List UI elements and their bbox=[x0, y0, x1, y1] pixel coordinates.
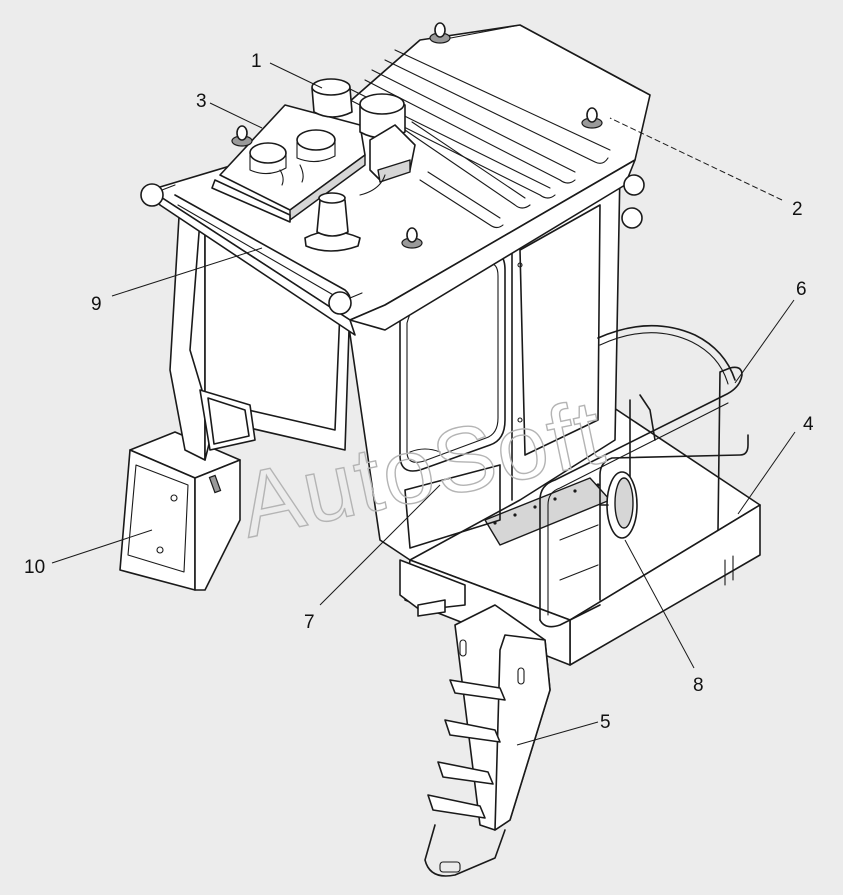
leader-10 bbox=[51, 529, 153, 564]
callout-9: 9 bbox=[91, 294, 102, 315]
door-handle bbox=[409, 448, 441, 453]
hatch-bolts bbox=[493, 483, 600, 525]
handrail bbox=[539, 324, 749, 628]
roof-ribs bbox=[339, 24, 641, 229]
leader-8 bbox=[624, 539, 695, 669]
cab-right-window bbox=[519, 204, 601, 456]
callout-3: 3 bbox=[196, 91, 207, 112]
beacon bbox=[304, 192, 361, 252]
leader-5 bbox=[516, 721, 599, 746]
leader-3 bbox=[209, 102, 263, 129]
callout-2: 2 bbox=[792, 199, 803, 220]
ladder-steps bbox=[427, 679, 506, 819]
leader-6 bbox=[734, 299, 795, 384]
leader-9 bbox=[111, 247, 263, 297]
callout-1: 1 bbox=[251, 51, 262, 72]
side-box-panel bbox=[127, 464, 189, 573]
leader-7 bbox=[319, 484, 441, 606]
ladder bbox=[424, 604, 551, 877]
callout-6: 6 bbox=[796, 279, 807, 300]
callout-8: 8 bbox=[693, 675, 704, 696]
callout-labels: 1 2 3 4 5 6 7 8 9 10 bbox=[24, 51, 814, 733]
callout-4: 4 bbox=[803, 414, 814, 435]
leader-1 bbox=[269, 62, 323, 89]
lifting-eyes bbox=[231, 22, 603, 249]
cap-left bbox=[249, 142, 287, 164]
callout-5: 5 bbox=[600, 712, 611, 733]
callout-7: 7 bbox=[304, 612, 315, 633]
callout-10: 10 bbox=[24, 557, 45, 578]
mirror bbox=[599, 471, 638, 539]
roof-equipment bbox=[211, 78, 416, 252]
side-box bbox=[119, 431, 241, 591]
leader-lines bbox=[51, 62, 796, 746]
work-lights bbox=[140, 174, 645, 315]
roof-lamps bbox=[311, 78, 416, 183]
leader-2 bbox=[609, 117, 783, 201]
leader-4 bbox=[737, 431, 796, 515]
cap-right bbox=[296, 129, 336, 151]
